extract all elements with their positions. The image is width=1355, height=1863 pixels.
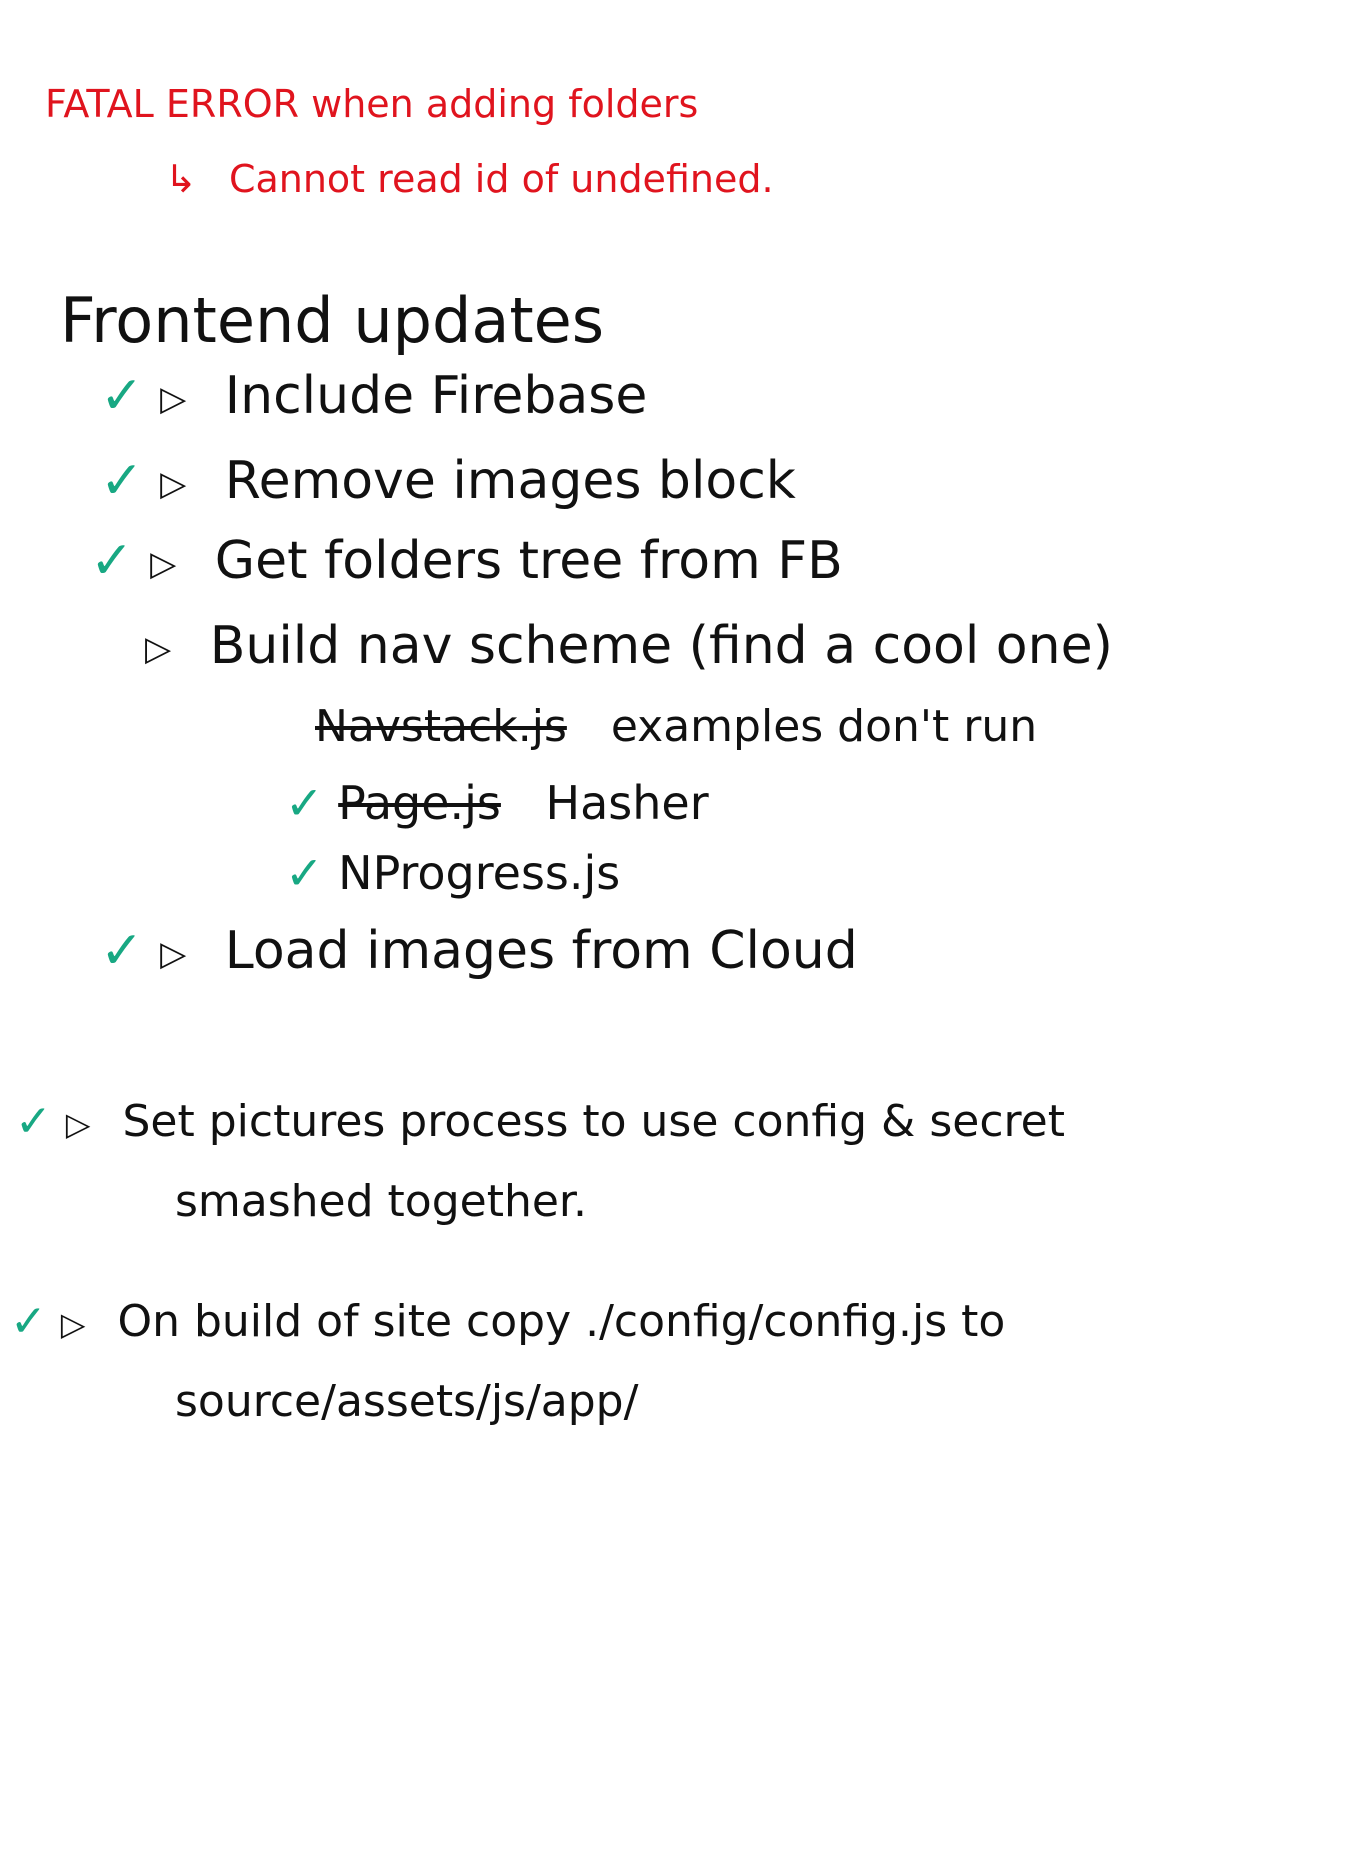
triangle-bullet-icon: ▷ (150, 544, 177, 584)
list-item: ▷ Build nav scheme (find a cool one) (145, 620, 1113, 672)
triangle-bullet-icon: ▷ (65, 1105, 91, 1143)
error-title: FATAL ERROR when adding folders (45, 82, 699, 126)
error-detail: Cannot read id of undefined. (228, 157, 774, 201)
check-icon: ✓ (285, 776, 324, 830)
sub-list-item: ✓ Page.js Hasher (285, 780, 709, 826)
triangle-bullet-icon: ▷ (160, 934, 187, 974)
struck-text: Page.js (338, 776, 501, 830)
error-detail-row: ↳ Cannot read id of undefined. (165, 160, 774, 198)
list-item: ✓ ▷ Load images from Cloud (100, 925, 858, 977)
check-icon: ✓ (10, 1296, 47, 1347)
list-item-label: Load images from Cloud (224, 921, 858, 981)
check-icon: ✓ (100, 366, 144, 426)
list-item-label: Include Firebase (224, 366, 648, 426)
triangle-bullet-icon: ▷ (60, 1305, 86, 1343)
check-icon: ✓ (100, 921, 144, 981)
check-icon: ✓ (15, 1096, 52, 1147)
triangle-bullet-icon: ▷ (160, 464, 187, 504)
sub-list-item-label: NProgress.js (338, 846, 621, 900)
sub-list-item: ✓ NProgress.js (285, 850, 620, 896)
list-item-continuation: smashed together. (175, 1176, 587, 1227)
list-item-label: Build nav scheme (find a cool one) (209, 616, 1113, 676)
return-arrow-icon: ↳ (165, 157, 197, 201)
list-item: ✓ ▷ Remove images block (100, 455, 796, 507)
sub-list-item-label: examples don't run (610, 701, 1038, 752)
list-item: ✓ ▷ Set pictures process to use config &… (15, 1100, 1065, 1144)
triangle-bullet-icon: ▷ (160, 379, 187, 419)
triangle-bullet-icon: ▷ (145, 629, 172, 669)
sub-list-item: Navstack.js examples don't run (315, 705, 1037, 749)
list-item-label: Get folders tree from FB (214, 531, 843, 591)
list-item-label: On build of site copy ./config/config.js… (117, 1296, 1006, 1347)
check-icon: ✓ (100, 451, 144, 511)
check-icon: ✓ (285, 846, 324, 900)
list-item: ✓ ▷ Include Firebase (100, 370, 647, 422)
list-item: ✓ ▷ Get folders tree from FB (90, 535, 843, 587)
struck-text: Navstack.js (315, 701, 567, 752)
check-icon: ✓ (90, 531, 134, 591)
list-item-label: Remove images block (224, 451, 796, 511)
sub-list-item-label: Hasher (545, 776, 709, 830)
list-item: ✓ ▷ On build of site copy ./config/confi… (10, 1300, 1005, 1344)
page-title: Frontend updates (60, 284, 605, 357)
list-item-label: Set pictures process to use config & sec… (122, 1096, 1065, 1147)
list-item-continuation: source/assets/js/app/ (175, 1376, 639, 1427)
